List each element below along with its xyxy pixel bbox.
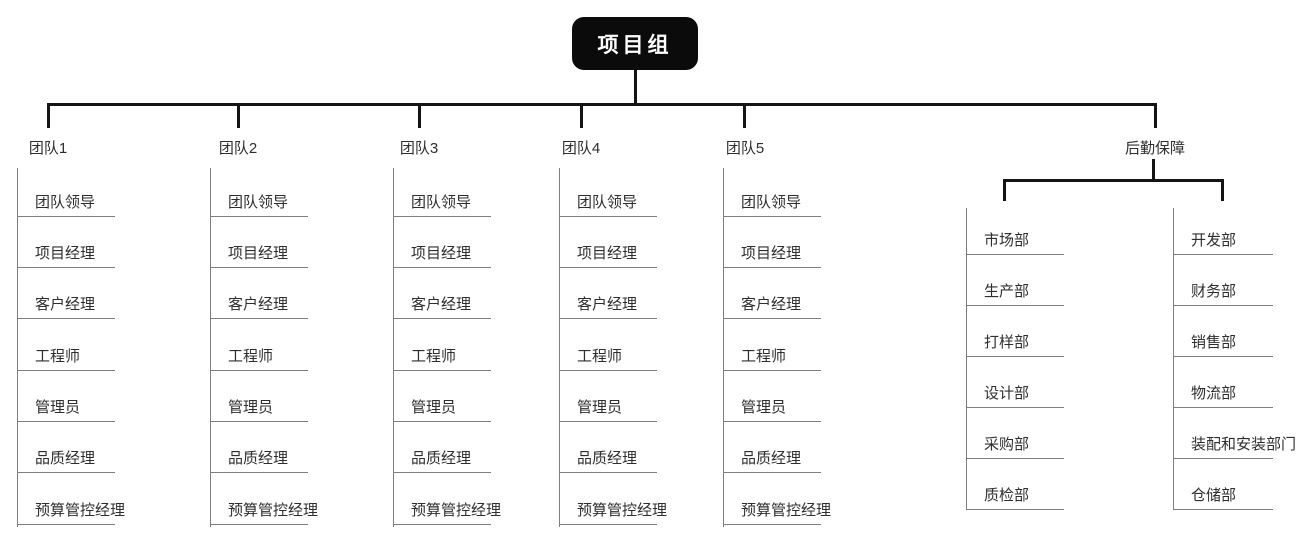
- role-item: 工程师: [210, 344, 308, 371]
- team-label-2: 团队2: [218, 140, 258, 157]
- logistics-connector-bar: [1003, 179, 1224, 182]
- team2-column-line: [210, 168, 211, 527]
- role-item: 预算管控经理: [210, 498, 318, 525]
- role-item: 工程师: [393, 344, 491, 371]
- role-item: 项目经理: [17, 241, 115, 268]
- dept-item: 设计部: [966, 381, 1064, 408]
- role-item: 团队领导: [393, 190, 491, 217]
- role-item: 预算管控经理: [17, 498, 125, 525]
- team3-column-line: [393, 168, 394, 527]
- dept-item: 市场部: [966, 228, 1064, 255]
- branch-drop-line-team1: [47, 103, 50, 128]
- team1-column-line: [17, 168, 18, 527]
- team4-column-line: [559, 168, 560, 527]
- role-item: 客户经理: [723, 292, 821, 319]
- role-item: 客户经理: [17, 292, 115, 319]
- dept-item: 采购部: [966, 432, 1064, 459]
- role-item: 工程师: [559, 344, 657, 371]
- role-item: 项目经理: [559, 241, 657, 268]
- role-item: 预算管控经理: [723, 498, 831, 525]
- branch-drop-line-logistics: [1154, 103, 1157, 128]
- role-item: 品质经理: [393, 446, 491, 473]
- level1-connector-bar: [47, 103, 1157, 106]
- dept-item: 销售部: [1173, 330, 1273, 357]
- root-node-label: 项目组: [597, 33, 673, 57]
- role-item: 客户经理: [210, 292, 308, 319]
- role-item: 团队领导: [559, 190, 657, 217]
- role-item: 品质经理: [559, 446, 657, 473]
- team-label-1: 团队1: [28, 140, 68, 157]
- logistics-elbow-left: [1003, 179, 1006, 201]
- dept-item: 生产部: [966, 279, 1064, 306]
- dept-item: 仓储部: [1173, 483, 1273, 510]
- role-item: 管理员: [393, 395, 491, 422]
- role-item: 管理员: [723, 395, 821, 422]
- team-label-3: 团队3: [399, 140, 439, 157]
- logistics-drop-line: [1152, 159, 1155, 180]
- dept-item: 打样部: [966, 330, 1064, 357]
- role-item: 品质经理: [210, 446, 308, 473]
- role-item: 管理员: [210, 395, 308, 422]
- root-node: 项目组: [572, 17, 698, 70]
- role-item: 团队领导: [17, 190, 115, 217]
- branch-drop-line-team5: [743, 103, 746, 128]
- role-item: 管理员: [559, 395, 657, 422]
- role-item: 预算管控经理: [393, 498, 501, 525]
- role-item: 项目经理: [210, 241, 308, 268]
- branch-drop-line-team4: [580, 103, 583, 128]
- role-item: 客户经理: [393, 292, 491, 319]
- root-drop-line: [634, 70, 637, 104]
- dept-item: 开发部: [1173, 228, 1273, 255]
- role-item: 管理员: [17, 395, 115, 422]
- role-item: 预算管控经理: [559, 498, 667, 525]
- dept-item: 装配和安装部门: [1173, 432, 1296, 459]
- role-item: 工程师: [723, 344, 821, 371]
- role-item: 品质经理: [17, 446, 115, 473]
- branch-drop-line-team3: [418, 103, 421, 128]
- role-item: 团队领导: [210, 190, 308, 217]
- team-label-4: 团队4: [561, 140, 601, 157]
- role-item: 项目经理: [393, 241, 491, 268]
- logistics-elbow-right: [1221, 179, 1224, 201]
- role-item: 项目经理: [723, 241, 821, 268]
- logistics-left-column-line: [966, 208, 967, 510]
- role-item: 客户经理: [559, 292, 657, 319]
- logistics-right-column-line: [1173, 208, 1174, 510]
- dept-item: 质检部: [966, 483, 1064, 510]
- role-item: 品质经理: [723, 446, 821, 473]
- dept-item: 物流部: [1173, 381, 1273, 408]
- logistics-label: 后勤保障: [1124, 140, 1186, 157]
- role-item: 团队领导: [723, 190, 821, 217]
- dept-item: 财务部: [1173, 279, 1273, 306]
- team5-column-line: [723, 168, 724, 527]
- role-item: 工程师: [17, 344, 115, 371]
- team-label-5: 团队5: [725, 140, 765, 157]
- branch-drop-line-team2: [237, 103, 240, 128]
